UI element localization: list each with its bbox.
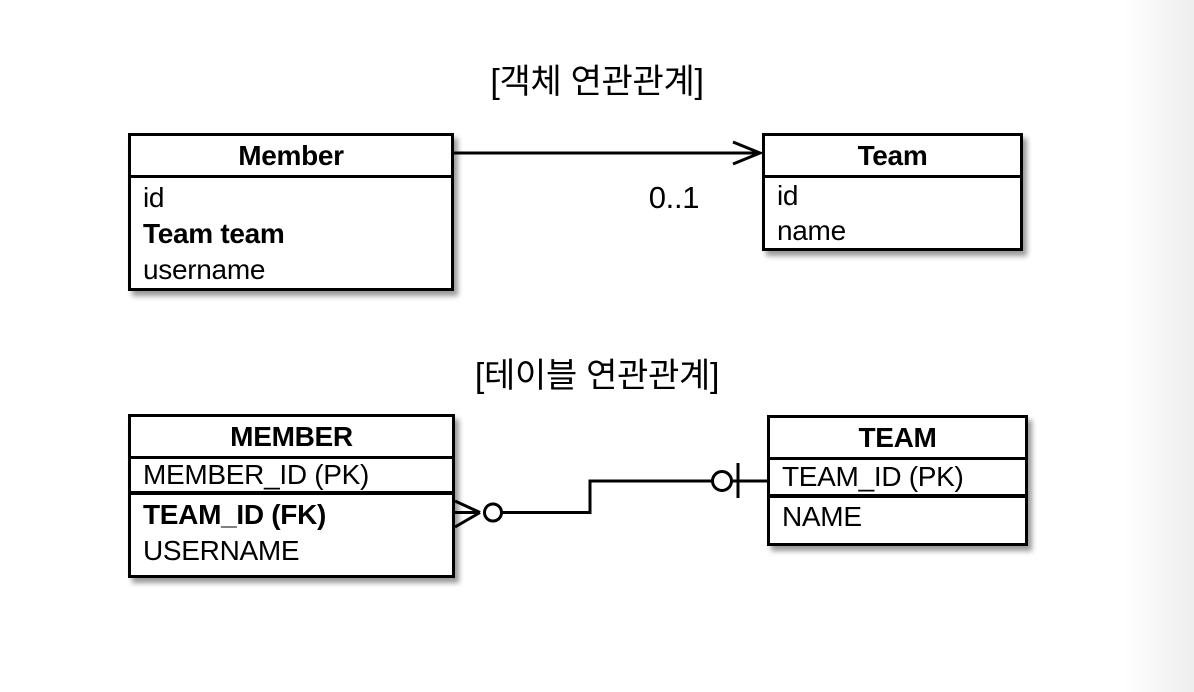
member-class-fields: id Team team username: [131, 178, 451, 288]
member-class-name: Member: [131, 136, 451, 178]
member-table-fk-row: TEAM_ID (FK): [143, 499, 327, 530]
team-field-name: name: [777, 214, 846, 246]
team-class-name: Team: [765, 136, 1020, 178]
table-diagram-title: [테이블 연관관계]: [474, 357, 720, 395]
team-table-name: TEAM: [770, 418, 1025, 460]
fk-relationship-line: [454, 463, 767, 529]
open-arrowhead-icon: [732, 140, 764, 166]
member-table-pk-row: MEMBER_ID (PK): [131, 459, 452, 495]
association-arrow: [453, 140, 764, 166]
member-class-box: Member id Team team username: [128, 133, 454, 291]
member-table-box: MEMBER MEMBER_ID (PK) TEAM_ID (FK) USERN…: [128, 414, 455, 578]
object-diagram-title: [객체 연관관계]: [490, 63, 704, 101]
team-class-fields: id name: [765, 178, 1020, 248]
member-table-username-row: USERNAME: [143, 535, 300, 566]
team-table-name-row: NAME: [782, 501, 862, 532]
member-table-name: MEMBER: [131, 417, 452, 459]
team-table-pk-row: TEAM_ID (PK): [770, 460, 1025, 498]
optional-circle-icon: [483, 502, 503, 523]
optional-circle-icon: [711, 470, 733, 492]
member-field-id: id: [143, 182, 165, 213]
team-class-box: Team id name: [762, 133, 1023, 251]
member-field-team: Team team: [143, 218, 285, 249]
crow-foot-many-icon: [454, 499, 481, 529]
team-field-id: id: [777, 179, 799, 211]
multiplicity-label: 0..1: [648, 180, 700, 215]
member-field-username: username: [143, 254, 266, 285]
member-table-other-rows: TEAM_ID (FK) USERNAME: [131, 495, 452, 569]
team-table-box: TEAM TEAM_ID (PK) NAME: [767, 415, 1028, 546]
